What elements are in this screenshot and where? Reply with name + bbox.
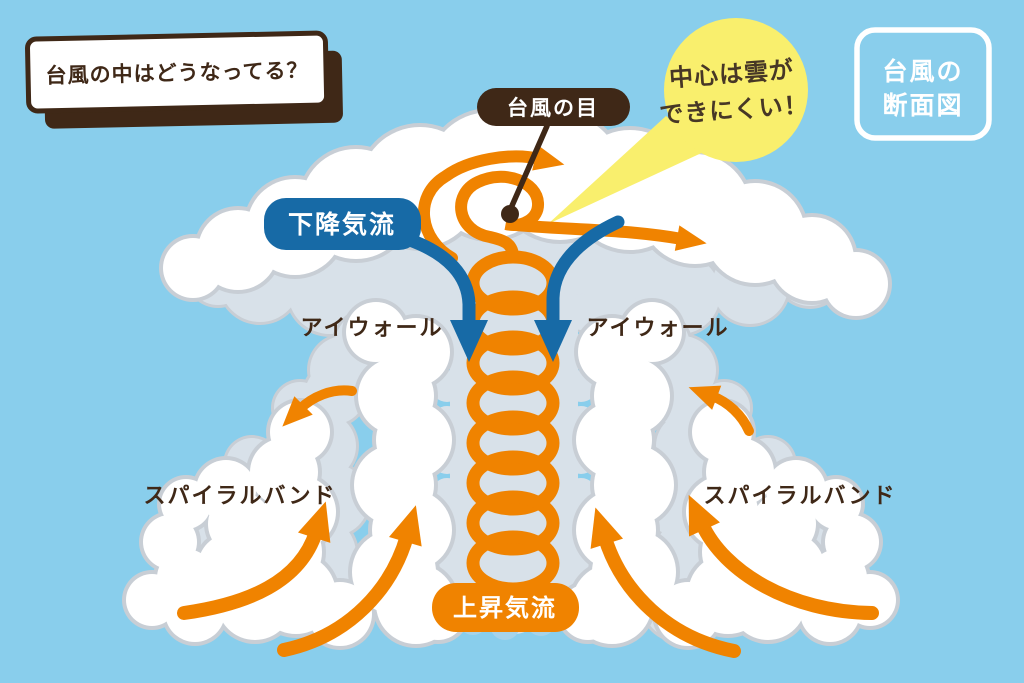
- midlevel-arrow-right: [688, 385, 754, 436]
- title-card-text: 台風の中はどうなってる？: [45, 58, 308, 88]
- coil-loop: [466, 410, 560, 476]
- coil-loop: [466, 490, 560, 556]
- speech-bubble: 中心は雲が できにくい！: [548, 18, 810, 224]
- eye-dot: [501, 205, 519, 223]
- coil-loop: [466, 370, 560, 436]
- cloud-bump: [824, 252, 888, 316]
- midlevel-arrow-left: [282, 385, 357, 427]
- eye-badge-pill: [477, 88, 630, 126]
- inflow-arrow-left-inner: [277, 505, 422, 657]
- downdraft-badge-label: 下降気流: [288, 210, 396, 239]
- updraft-badge-pill: [432, 583, 579, 632]
- title-card-panel: [25, 30, 330, 114]
- inflow-arrow-left-outer: [177, 501, 331, 620]
- cloud-bump: [346, 302, 406, 362]
- outflow-arrow-top: [418, 145, 565, 264]
- downdraft-arrow-left: [403, 233, 488, 362]
- inflow-arrow-right-outer: [688, 494, 879, 620]
- inflow-arrow-right-inner: [590, 507, 741, 658]
- coil-loop: [466, 450, 560, 516]
- title-card: 台風の中はどうなってる？: [25, 30, 343, 129]
- updraft-badge-label: 上昇気流: [453, 594, 557, 622]
- cloud-bump: [196, 460, 256, 520]
- legend-box-frame: [854, 27, 992, 141]
- speech-bubble-circle: [664, 18, 808, 162]
- speech-bubble-tail: [548, 116, 708, 224]
- downdraft-badge: 下降気流: [264, 198, 421, 250]
- downdraft-badge-pill: [264, 198, 421, 250]
- spiralband-label-left: スパイラルバンド: [143, 484, 336, 509]
- eyewall-label-left: アイウォール: [301, 316, 444, 341]
- cloud-bump: [126, 574, 178, 626]
- legend-box: 台風の 断面図: [854, 27, 992, 141]
- eye-badge-label: 台風の目: [507, 96, 599, 120]
- updraft-badge: 上昇気流: [432, 583, 579, 632]
- coil-loop: [466, 330, 560, 396]
- eye-pointer-line: [508, 123, 550, 211]
- downdraft-arrow-right: [534, 215, 625, 362]
- cloud-bump: [766, 460, 826, 520]
- eyewall-label-right: アイウォール: [587, 316, 730, 341]
- spiralband-label-right: スパイラルバンド: [703, 484, 896, 509]
- legend-text-line2: 断面図: [882, 91, 963, 120]
- outflow-spiral-arrow-right: [455, 170, 707, 263]
- eye-badge: 台風の目: [477, 88, 630, 126]
- cloud-bump: [622, 302, 682, 362]
- legend-text-line1: 台風の: [882, 57, 963, 86]
